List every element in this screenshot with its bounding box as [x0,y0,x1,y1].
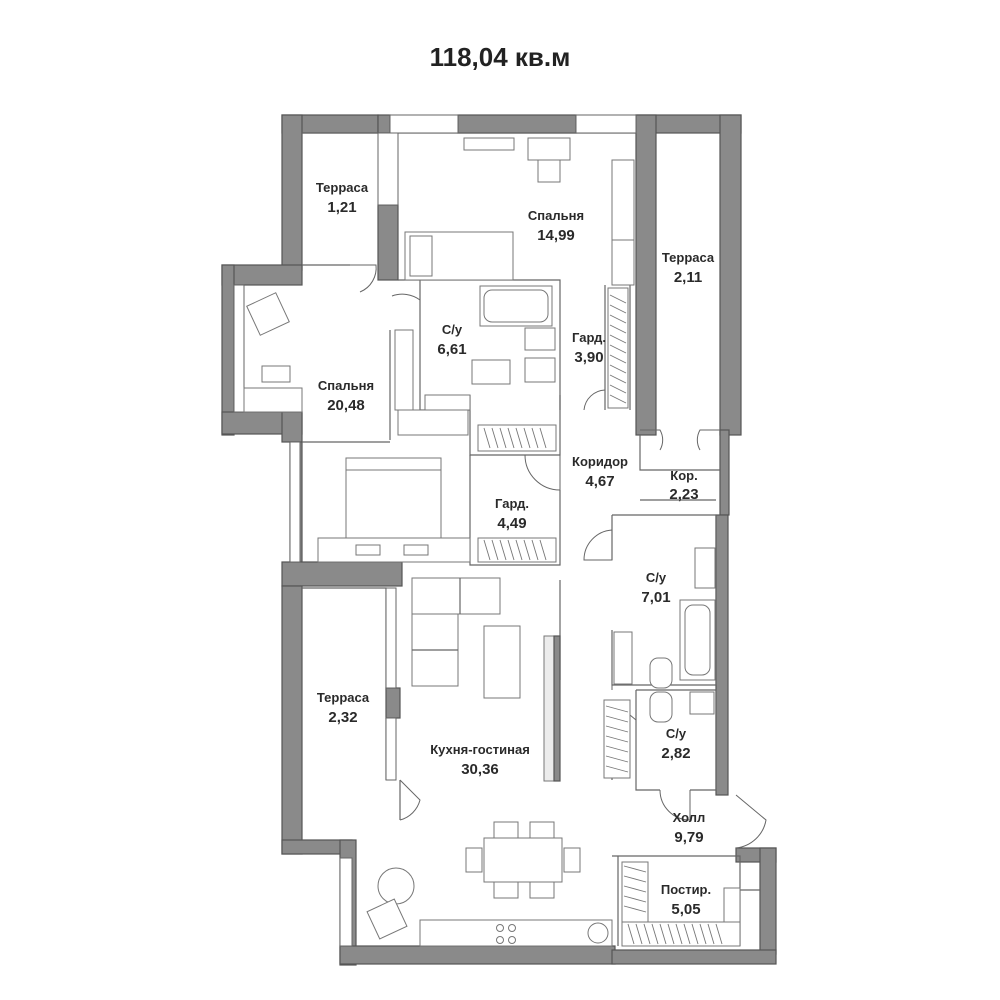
svg-text:30,36: 30,36 [461,761,499,778]
room-wardrobe-2: Гард. 4,49 [495,496,529,532]
bedroom-2-furniture [243,292,471,563]
svg-text:Терраса: Терраса [317,690,370,705]
svg-text:14,99: 14,99 [537,227,575,244]
room-laundry: Постир. 5,05 [661,882,711,918]
svg-text:20,48: 20,48 [327,397,365,414]
svg-text:Постир.: Постир. [661,882,711,897]
svg-text:Спальня: Спальня [528,208,584,223]
room-wardrobe-1: Гард. 3,90 [572,330,606,366]
svg-text:Спальня: Спальня [318,378,374,393]
room-bathroom-3: С/у 2,82 [661,726,690,762]
room-terrace-2: Терраса 2,11 [662,250,715,286]
room-corridor-2: Кор. 2,23 [669,468,698,503]
room-terrace-1: Терраса 1,21 [316,180,369,216]
room-bathroom-2: С/у 7,01 [641,570,670,606]
svg-text:С/у: С/у [442,322,463,337]
svg-text:6,61: 6,61 [437,341,466,358]
room-terrace-3: Терраса 2,32 [317,690,370,726]
svg-text:9,79: 9,79 [674,829,703,846]
svg-text:С/у: С/у [666,726,687,741]
svg-text:Холл: Холл [673,810,706,825]
living-furniture [366,577,613,947]
room-hall: Холл 9,79 [673,810,706,846]
svg-text:4,49: 4,49 [497,515,526,532]
svg-text:5,05: 5,05 [671,901,700,918]
bedroom-1-furniture [404,137,635,286]
svg-text:2,11: 2,11 [674,269,702,286]
svg-text:2,32: 2,32 [328,709,357,726]
furniture [243,137,741,947]
room-corridor-1: Коридор 4,67 [572,454,628,490]
bathroom-3-fixtures [649,691,715,723]
svg-text:2,23: 2,23 [669,486,698,503]
room-bedroom-1: Спальня 14,99 [528,208,584,244]
svg-text:Гард.: Гард. [495,496,529,511]
svg-text:Терраса: Терраса [316,180,369,195]
svg-text:7,01: 7,01 [641,589,670,606]
svg-text:Кухня-гостиная: Кухня-гостиная [430,742,530,757]
svg-text:1,21: 1,21 [327,199,356,216]
svg-text:Терраса: Терраса [662,250,715,265]
total-area: 118,04 кв.м [430,42,571,72]
room-labels: Терраса 1,21 Спальня 14,99 Терраса 2,11 … [316,180,715,918]
svg-text:Коридор: Коридор [572,454,628,469]
wardrobe-hatches [477,287,741,947]
svg-text:2,82: 2,82 [661,745,690,762]
svg-text:Гард.: Гард. [572,330,606,345]
svg-text:4,67: 4,67 [585,473,614,490]
svg-text:3,90: 3,90 [574,349,603,366]
windows [233,114,637,947]
room-bedroom-2: Спальня 20,48 [318,378,374,414]
room-bathroom-1: С/у 6,61 [437,322,466,358]
room-kitchen-living: Кухня-гостиная 30,36 [430,742,530,778]
bathroom-2-fixtures [613,547,716,689]
svg-text:Кор.: Кор. [670,468,697,483]
bathroom-1-fixtures [394,285,556,411]
svg-text:С/у: С/у [646,570,667,585]
